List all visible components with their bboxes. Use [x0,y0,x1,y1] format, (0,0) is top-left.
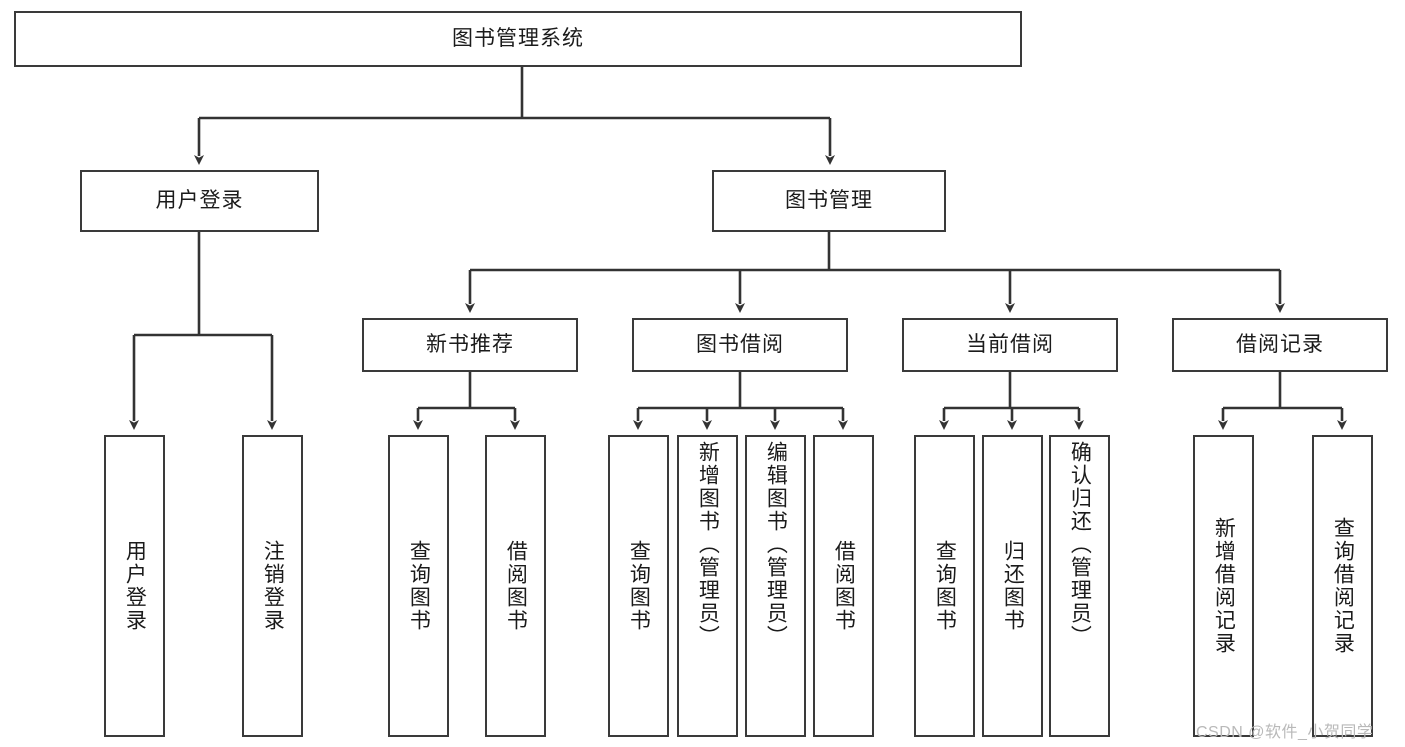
leaf-return-book-label: 归还图书 [1001,540,1025,632]
leaf-query-book-recommend-label: 查询图书 [407,540,431,632]
leaf-confirm-return[interactable]: 确认归还（管理员） [1049,435,1110,737]
leaf-add-book-label: 新增图书（管理员） [696,441,720,648]
node-book-borrow[interactable]: 图书借阅 [632,318,848,372]
node-user-login[interactable]: 用户登录 [80,170,319,232]
leaf-return-book[interactable]: 归还图书 [982,435,1043,737]
leaf-borrow-book-recommend-label: 借阅图书 [504,540,528,632]
node-current-borrow-label: 当前借阅 [966,333,1054,357]
leaf-logout[interactable]: 注销登录 [242,435,303,737]
leaf-borrow-book-label: 借阅图书 [832,540,856,632]
node-user-login-label: 用户登录 [155,189,244,213]
node-book-manage[interactable]: 图书管理 [712,170,946,232]
node-new-book-recommend-label: 新书推荐 [426,333,514,357]
leaf-user-login[interactable]: 用户登录 [104,435,165,737]
leaf-borrow-book-recommend[interactable]: 借阅图书 [485,435,546,737]
leaf-query-book-current-label: 查询图书 [933,540,957,632]
leaf-logout-label: 注销登录 [261,540,285,632]
node-borrow-record-label: 借阅记录 [1236,333,1324,357]
leaf-user-login-label: 用户登录 [123,540,147,632]
leaf-query-book-borrow-label: 查询图书 [627,540,651,632]
leaf-query-book-recommend[interactable]: 查询图书 [388,435,449,737]
node-book-borrow-label: 图书借阅 [696,333,784,357]
node-root-label: 图书管理系统 [452,27,584,51]
leaf-confirm-return-label: 确认归还（管理员） [1068,441,1092,648]
node-root[interactable]: 图书管理系统 [14,11,1022,67]
node-book-manage-label: 图书管理 [785,189,873,213]
leaf-query-book-borrow[interactable]: 查询图书 [608,435,669,737]
node-new-book-recommend[interactable]: 新书推荐 [362,318,578,372]
leaf-edit-book-label: 编辑图书（管理员） [764,441,788,648]
leaf-query-borrow-record[interactable]: 查询借阅记录 [1312,435,1373,737]
leaf-query-borrow-record-label: 查询借阅记录 [1331,517,1355,655]
leaf-add-book[interactable]: 新增图书（管理员） [677,435,738,737]
leaf-add-borrow-record[interactable]: 新增借阅记录 [1193,435,1254,737]
leaf-edit-book[interactable]: 编辑图书（管理员） [745,435,806,737]
node-current-borrow[interactable]: 当前借阅 [902,318,1118,372]
leaf-query-book-current[interactable]: 查询图书 [914,435,975,737]
leaf-borrow-book[interactable]: 借阅图书 [813,435,874,737]
node-borrow-record[interactable]: 借阅记录 [1172,318,1388,372]
leaf-add-borrow-record-label: 新增借阅记录 [1212,517,1236,655]
csdn-watermark: CSDN @软件_小贺同学 [1196,724,1374,741]
